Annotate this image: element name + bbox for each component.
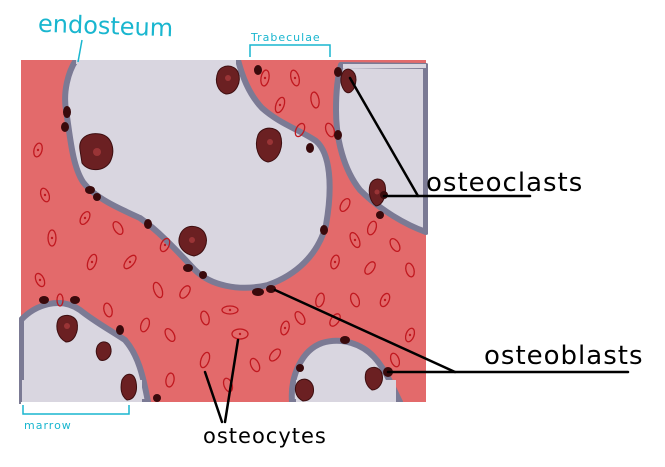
osteoblast	[183, 264, 193, 272]
osteocyte	[165, 372, 175, 388]
osteocyte	[231, 328, 249, 340]
osteoblast	[376, 211, 384, 219]
osteoblast	[340, 336, 350, 344]
osteocyte-group	[33, 69, 416, 393]
osteocyte	[268, 348, 282, 362]
osteoblast	[61, 122, 69, 132]
marrow-cavity-bottom-left	[18, 300, 151, 405]
osteoclast-nuclei	[64, 75, 380, 329]
osteoblast-pointer-line	[273, 288, 457, 374]
osteocyte	[349, 231, 361, 249]
osteocyte	[289, 69, 301, 87]
osteocyte	[330, 254, 340, 270]
osteocyte-nuclei	[36, 76, 412, 337]
osteocyte-pointer-line	[223, 338, 240, 424]
osteoclast	[294, 378, 314, 402]
osteoclasts-label: osteoclasts	[426, 168, 584, 198]
osteocyte	[79, 210, 91, 226]
osteocyte	[33, 142, 43, 158]
osteoblast	[334, 67, 342, 77]
trabeculae-bracket	[249, 44, 331, 57]
osteocyte	[260, 69, 270, 87]
osteoclast-pointer-line	[348, 76, 420, 198]
osteocyte	[86, 253, 98, 271]
osteoblast	[296, 364, 304, 372]
osteoblasts-label: osteoblasts	[484, 341, 644, 371]
osteocyte-pointer-line	[203, 370, 224, 424]
osteoblast	[116, 325, 124, 335]
osteocyte	[364, 261, 376, 275]
osteoblast	[63, 106, 71, 118]
osteoblast	[144, 219, 152, 229]
osteoblast	[199, 271, 207, 279]
osteoblast	[320, 225, 328, 235]
osteocyte	[200, 310, 210, 326]
osteocyte	[349, 292, 361, 308]
osteocyte	[404, 327, 416, 343]
osteocyte	[199, 351, 211, 369]
osteocyte	[221, 305, 239, 315]
osteocyte	[56, 293, 64, 307]
osteocyte	[159, 237, 171, 253]
osteocyte	[47, 229, 57, 247]
osteocyte	[315, 292, 325, 308]
osteocyte	[324, 122, 336, 138]
osteoblast	[334, 130, 342, 140]
marrow-cavity-right	[333, 62, 429, 235]
osteocyte	[139, 317, 151, 333]
osteocyte	[310, 91, 320, 109]
marrow-bracket	[22, 405, 130, 415]
osteoclast	[120, 373, 137, 401]
osteocyte	[34, 272, 46, 288]
osteocytes-label: osteocytes	[203, 424, 327, 448]
marrow-cavity-top	[62, 57, 333, 291]
osteocyte	[179, 285, 191, 299]
osteoblast	[70, 296, 80, 304]
osteocyte	[274, 96, 286, 114]
osteocyte	[103, 302, 113, 318]
osteocyte	[294, 310, 306, 326]
osteocyte	[389, 352, 401, 368]
osteoblast	[252, 288, 264, 296]
osteocyte	[389, 237, 401, 253]
osteoblast	[93, 193, 101, 201]
osteoclast	[340, 68, 357, 94]
osteocyte	[123, 254, 137, 270]
osteoblast	[306, 143, 314, 153]
osteoblast	[266, 285, 276, 293]
osteocyte	[405, 262, 415, 278]
trabeculae-label: Trabeculae	[251, 31, 321, 44]
osteoblast	[85, 186, 95, 194]
osteocyte	[280, 320, 290, 336]
osteoclast	[255, 127, 282, 163]
osteocyte	[366, 220, 378, 236]
osteocyte	[112, 220, 124, 236]
osteoblast	[39, 296, 49, 304]
osteoclast	[364, 366, 383, 391]
osteocyte	[294, 122, 306, 138]
osteocyte	[249, 357, 261, 373]
osteocyte	[164, 327, 176, 343]
osteocyte	[339, 197, 351, 213]
osteoclast	[95, 341, 112, 361]
marrow-label: marrow	[24, 419, 72, 432]
osteoblast	[153, 394, 161, 402]
osteoblast	[254, 65, 262, 75]
endosteum-label: endosteum	[37, 9, 174, 43]
osteocyte	[379, 292, 391, 308]
osteocyte	[152, 281, 164, 299]
osteocyte	[329, 313, 341, 327]
endosteum-pointer-line	[77, 39, 83, 63]
osteocyte	[39, 187, 51, 203]
